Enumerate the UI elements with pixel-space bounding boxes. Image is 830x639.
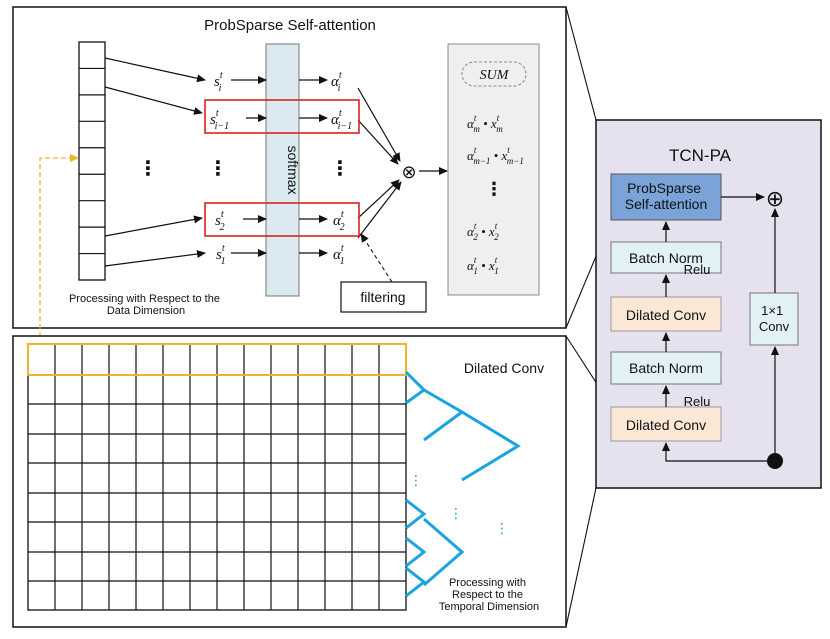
relu-bottom-label: Relu [684, 394, 711, 409]
filtered-row-i-1 [204, 99, 360, 134]
tcn-pa-title: TCN-PA [669, 146, 732, 165]
filtered-row-2 [204, 202, 360, 237]
bottom-panel [12, 335, 567, 628]
vector-to-score-arrows [104, 57, 448, 267]
relu-top-label: Relu [684, 262, 711, 277]
sum-label: SUM [480, 68, 510, 83]
filtering-label: filtering [360, 289, 405, 305]
softmax-label: softmax [285, 145, 301, 194]
dilation-link [405, 498, 427, 530]
conv1x1-label: 1×1 Conv [759, 303, 790, 334]
dilated-conv-top [610, 296, 722, 332]
softmax-bar [265, 43, 300, 297]
dots-vector: ⋮ [138, 158, 158, 180]
dilation-connections [404, 370, 521, 598]
sum-tag [461, 61, 527, 87]
probsparse-block-label: ProbSparse Self-attention [625, 180, 708, 212]
tcn-flow-arrows [662, 193, 779, 462]
probsparse-block [610, 173, 722, 221]
dilation-link [405, 536, 427, 568]
temporal-dimension-caption: Processing with Respect to the Temporal … [439, 577, 539, 613]
dilated-conv-bottom-label: Dilated Conv [626, 417, 706, 433]
batch-norm-bottom [610, 351, 722, 385]
filtering-arrow [360, 233, 393, 283]
filtering-box [340, 281, 427, 313]
top-panel-title: ProbSparse Self-attention [204, 17, 376, 34]
batch-norm-top-label: Batch Norm [629, 250, 703, 266]
multiply-icon: ⊗ [401, 162, 416, 182]
dilation-link [461, 410, 521, 482]
dilation-link [423, 517, 465, 587]
data-dimension-link [39, 154, 79, 345]
dilation-link [405, 566, 427, 598]
dots-scores: ⋮ [208, 158, 228, 180]
residual-branch-node [767, 453, 783, 469]
dilation-dots-2: ⋮ [449, 505, 463, 521]
data-vector [78, 41, 106, 281]
batch-norm-bottom-label: Batch Norm [629, 360, 703, 376]
highlighted-row [27, 343, 407, 376]
dilation-dots-3: ⋮ [495, 520, 509, 536]
dilation-dots-1: ⋮ [409, 472, 423, 488]
dilated-conv-top-label: Dilated Conv [626, 307, 706, 323]
dilated-conv-bottom [610, 406, 722, 442]
dots-alphas: ⋮ [330, 158, 350, 180]
conv1x1-block [749, 292, 799, 346]
bottom-panel-title: Dilated Conv [464, 360, 544, 376]
add-icon: ⊕ [766, 186, 784, 211]
sum-dots: ⋮ [485, 179, 503, 199]
data-dimension-caption: Processing with Respect to the Data Dime… [69, 293, 223, 317]
